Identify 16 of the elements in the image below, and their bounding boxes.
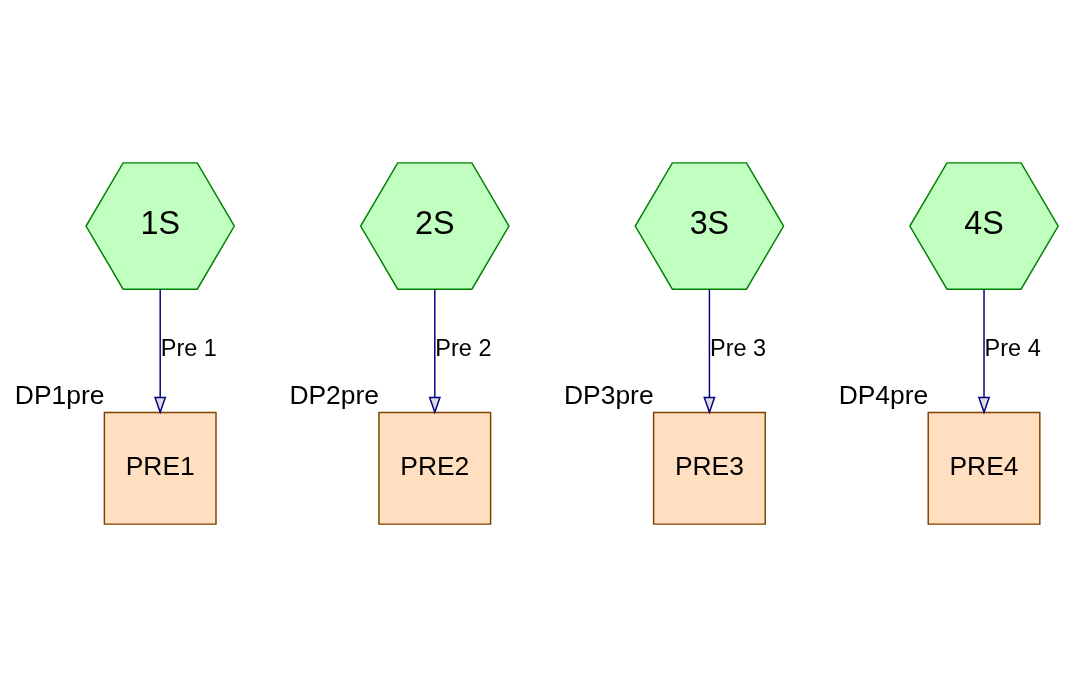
arrow [154, 289, 167, 415]
arrow [977, 289, 991, 415]
edge-label: Pre 1 [160, 335, 217, 362]
edge-label: Pre 3 [709, 335, 767, 362]
edge-label: Pre 2 [435, 335, 492, 362]
arrow [703, 289, 716, 415]
edge-label: Pre 4 [984, 335, 1041, 362]
arrow [428, 289, 441, 415]
node-label: DP1pre [14, 380, 105, 411]
node-box: PRE1 [103, 411, 217, 525]
node-label: DP4pre [838, 380, 929, 411]
node-label: DP3pre [564, 380, 654, 411]
node-box: PRE4 [927, 411, 1041, 525]
node-box: PRE2 [378, 411, 492, 525]
node-box: PRE3 [652, 411, 766, 525]
node-label: DP2pre [289, 380, 380, 411]
